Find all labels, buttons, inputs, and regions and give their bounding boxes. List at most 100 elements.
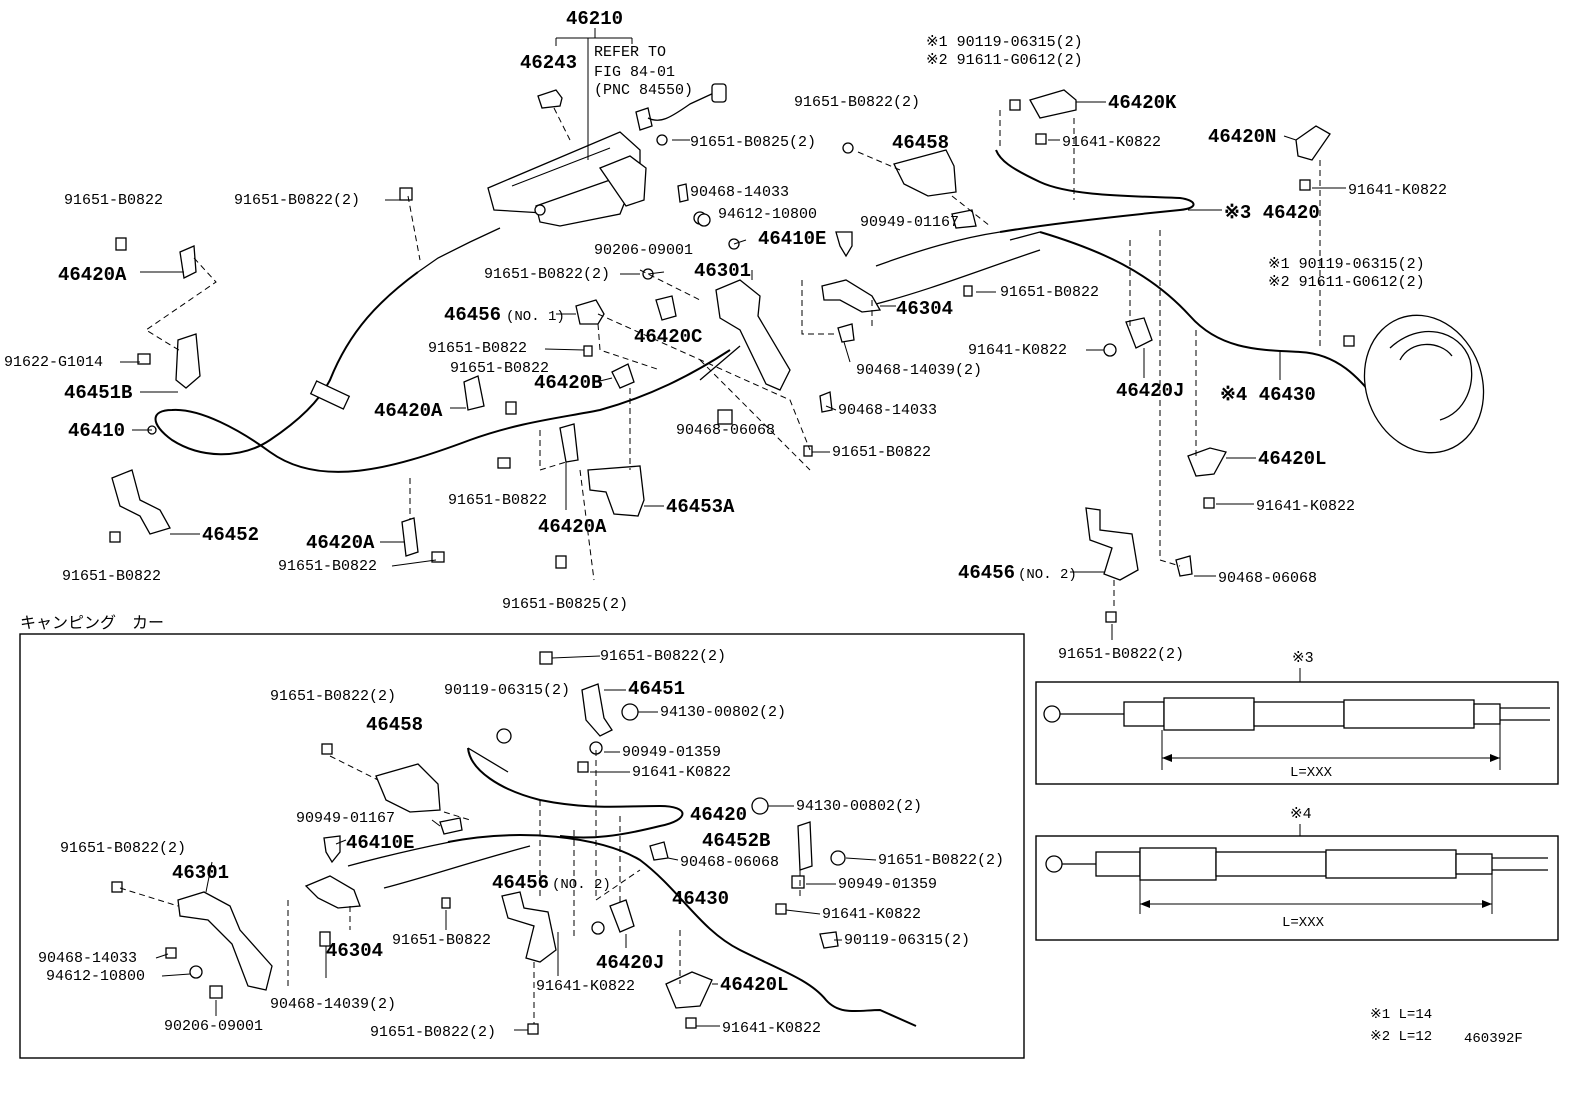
label-c-94130-00802-2b: 94130-00802(2) bbox=[796, 798, 922, 815]
leader-lines-main bbox=[120, 101, 1346, 640]
bracket-46456-no2 bbox=[1085, 507, 1139, 581]
cable-46410 bbox=[154, 271, 731, 473]
label-c-46456-no2: 46456 bbox=[492, 872, 549, 894]
label-91651-b0822-e: 91651-B0822 bbox=[428, 340, 527, 357]
label-46430: ※4 46430 bbox=[1220, 384, 1316, 406]
label-k2-91611: ※2 91611-G0612(2) bbox=[926, 52, 1083, 69]
label-91651-b0825-2: 91651-B0825(2) bbox=[690, 134, 816, 151]
drum-brake bbox=[1363, 314, 1485, 454]
label-46410e: 46410E bbox=[758, 228, 826, 250]
note-1: ※1 L=14 bbox=[1370, 1007, 1432, 1023]
cable-detail-3: ※3 L=XXX bbox=[1035, 650, 1559, 785]
label-c-90119-06315-2a: 90119-06315(2) bbox=[444, 682, 570, 699]
label-90468-14033-a: 90468-14033 bbox=[690, 184, 789, 201]
clip-46243 bbox=[537, 89, 563, 109]
clip-46420a-4 bbox=[401, 517, 419, 557]
label-46456-no1: 46456 bbox=[444, 304, 501, 326]
label-refer-3: (PNC 84550) bbox=[594, 82, 693, 99]
label-91651-b0825-2b: 91651-B0825(2) bbox=[502, 596, 628, 613]
label-90468-14039-2: 90468-14039(2) bbox=[856, 362, 982, 379]
label-91651-b0822-2a: 91651-B0822(2) bbox=[484, 266, 610, 283]
label-inset3-title: ※3 bbox=[1292, 650, 1314, 667]
label-c-90949-01359-b: 90949-01359 bbox=[838, 876, 937, 893]
label-46210: 46210 bbox=[566, 8, 623, 30]
label-94612-10800: 94612-10800 bbox=[718, 206, 817, 223]
bolt-icons-main bbox=[109, 134, 973, 569]
label-refer-2: FIG 84-01 bbox=[594, 64, 675, 81]
label-c-94130-00802-2a: 94130-00802(2) bbox=[660, 704, 786, 721]
label-46243: 46243 bbox=[520, 52, 577, 74]
label-c-46430: 46430 bbox=[672, 888, 729, 910]
label-c-91651-b0822-2e: 91651-B0822(2) bbox=[370, 1024, 496, 1041]
label-91651-b0822-g: 91651-B0822 bbox=[448, 492, 547, 509]
main-assembly: 46210 46243 REFER TO FIG 84-01 (PNC 8455… bbox=[4, 8, 1485, 663]
label-91641-k0822-b: 91641-K0822 bbox=[1348, 182, 1447, 199]
cable-detail-4: ※4 L=XXX bbox=[1035, 806, 1559, 941]
bracket-46453a bbox=[587, 465, 645, 517]
clip-46420b bbox=[611, 363, 635, 389]
label-46458: 46458 bbox=[892, 132, 949, 154]
label-46304: 46304 bbox=[896, 298, 953, 320]
label-k1-90119: ※1 90119-06315(2) bbox=[926, 34, 1083, 51]
label-c-94612-10800: 94612-10800 bbox=[46, 968, 145, 985]
clip-46420l bbox=[1187, 447, 1227, 477]
label-inset3-length: L=XXX bbox=[1290, 765, 1333, 781]
label-46420l: 46420L bbox=[1258, 448, 1326, 470]
label-46420b: 46420B bbox=[534, 372, 602, 394]
label-90468-14033-b: 90468-14033 bbox=[838, 402, 937, 419]
bracket-46456-no1 bbox=[575, 299, 605, 325]
label-46420c: 46420C bbox=[634, 326, 702, 348]
label-46420: ※3 46420 bbox=[1224, 202, 1320, 224]
label-46410: 46410 bbox=[68, 420, 125, 442]
label-c-90468-06068: 90468-06068 bbox=[680, 854, 779, 871]
label-c-91651-b0822-2d: 91651-B0822(2) bbox=[878, 852, 1004, 869]
label-inset4-title: ※4 bbox=[1290, 806, 1312, 823]
label-46420a-2: 46420A bbox=[374, 400, 443, 422]
bracket-46458 bbox=[893, 149, 957, 197]
label-46451b: 46451B bbox=[64, 382, 132, 404]
label-inset4-length: L=XXX bbox=[1282, 915, 1325, 931]
label-c-46420: 46420 bbox=[690, 804, 747, 826]
label-c-90949-01167: 90949-01167 bbox=[296, 810, 395, 827]
label-no2: (NO. 2) bbox=[1018, 567, 1077, 583]
label-46420a-1: 46420A bbox=[58, 264, 127, 286]
label-c-91651-b0822-2b: 91651-B0822(2) bbox=[270, 688, 396, 705]
label-c-46451: 46451 bbox=[628, 678, 685, 700]
label-c-no2: (NO. 2) bbox=[552, 877, 611, 893]
figure-code: 460392F bbox=[1464, 1031, 1523, 1047]
label-91651-b0822-2-right: 91651-B0822(2) bbox=[1058, 646, 1184, 663]
camping-car-assembly: 91651-B0822(2) 90119-06315(2) 46451 9413… bbox=[38, 648, 1004, 1041]
clip-46420a-3 bbox=[559, 423, 579, 463]
label-c-90468-14039-2: 90468-14039(2) bbox=[270, 996, 396, 1013]
label-91651-b0822-h: 91651-B0822 bbox=[62, 568, 161, 585]
label-46452: 46452 bbox=[202, 524, 259, 546]
bracket-46451b bbox=[175, 333, 201, 389]
label-91651-b0822-d: 91651-B0822 bbox=[64, 192, 163, 209]
label-90206-09001: 90206-09001 bbox=[594, 242, 693, 259]
bracket-46301 bbox=[715, 279, 791, 391]
label-refer-1: REFER TO bbox=[594, 44, 666, 61]
label-90949-01167: 90949-01167 bbox=[860, 214, 959, 231]
camping-car-frame bbox=[19, 633, 1025, 1059]
clip-46420j bbox=[1125, 317, 1153, 349]
label-91622-g1014: 91622-G1014 bbox=[4, 354, 103, 371]
label-c-46304: 46304 bbox=[326, 940, 383, 962]
label-camping-car: キャンピング カー bbox=[20, 613, 164, 632]
label-91651-b0822-f: 91651-B0822 bbox=[450, 360, 549, 377]
label-c-90949-01359-a: 90949-01359 bbox=[622, 744, 721, 761]
cap-46410e bbox=[835, 231, 853, 258]
label-c-46452b: 46452B bbox=[702, 830, 770, 852]
cable-46430 bbox=[1039, 231, 1381, 405]
label-46456-no2: 46456 bbox=[958, 562, 1015, 584]
label-91651-b0822-2b: 91651-B0822(2) bbox=[794, 94, 920, 111]
label-c-91641-k0822-c: 91641-K0822 bbox=[536, 978, 635, 995]
note-2: ※2 L=12 bbox=[1370, 1029, 1432, 1045]
label-k2-91611-b: ※2 91611-G0612(2) bbox=[1268, 274, 1425, 291]
label-46420n: 46420N bbox=[1208, 126, 1276, 148]
bracket-46420k bbox=[1029, 89, 1077, 119]
label-c-91651-b0822-2a: 91651-B0822(2) bbox=[600, 648, 726, 665]
label-90468-06068: 90468-06068 bbox=[1218, 570, 1317, 587]
label-91651-b0822-2c: 91651-B0822(2) bbox=[234, 192, 360, 209]
label-c-90119-06315-2b: 90119-06315(2) bbox=[844, 932, 970, 949]
